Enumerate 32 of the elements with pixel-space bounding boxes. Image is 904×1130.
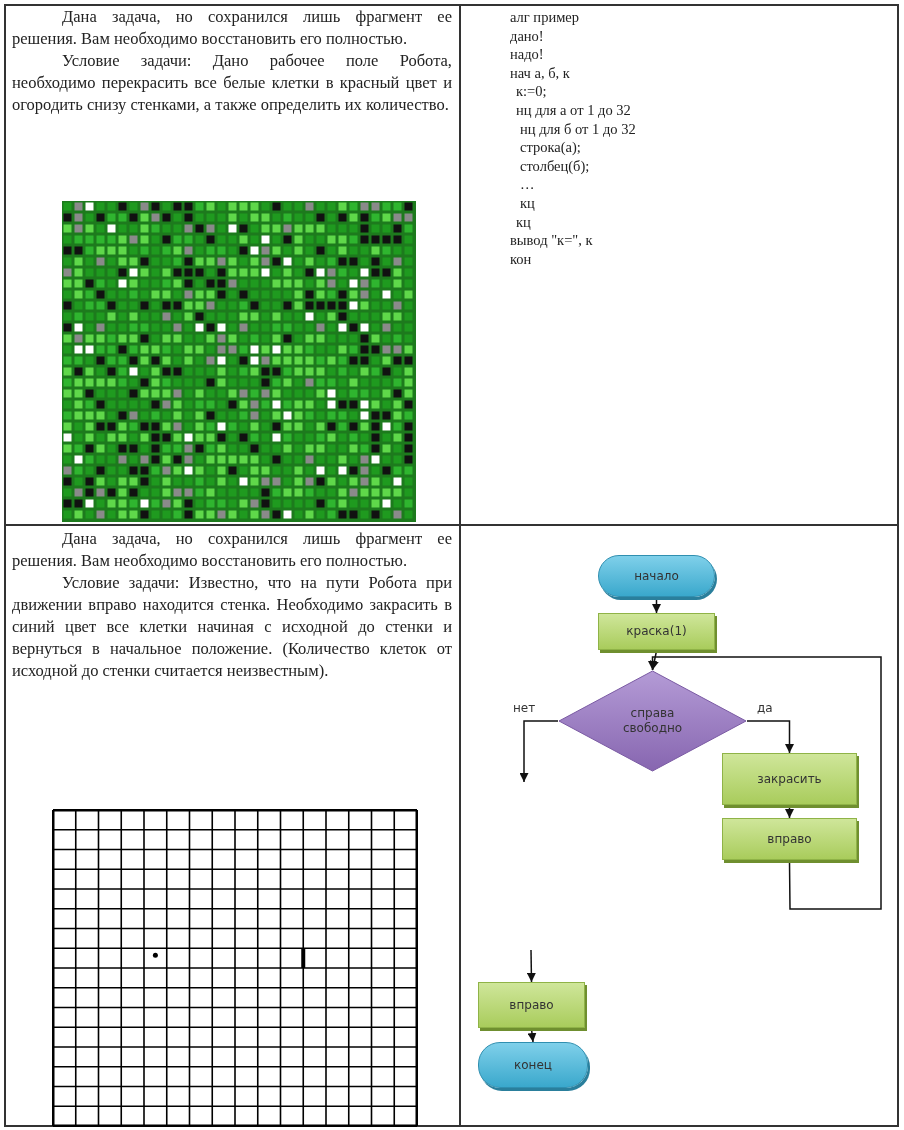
task-paragraph: Условие задачи: Дано рабочее поле Робота, необходимо перекрасить все белые клетки в красный цвет и огородить снизу стенками, а также определить их количество. xyxy=(12,50,452,116)
code-line: вывод "к=", к xyxy=(510,231,593,250)
arrow xyxy=(746,720,794,754)
arrow xyxy=(649,650,659,671)
arrow xyxy=(527,1028,537,1043)
code-line: строка(а); xyxy=(520,138,581,157)
arrow xyxy=(526,949,536,983)
code-line: кц xyxy=(516,212,531,232)
process-box: вправо xyxy=(722,818,857,860)
arrow xyxy=(785,805,794,819)
task-paragraph: Дана задача, но сохранился лишь фрагмент ее решения. Вам необходимо восстановить его полностью. xyxy=(12,6,452,50)
arrow xyxy=(519,720,559,783)
process-box: закрасить xyxy=(722,753,857,805)
code-line: дано! xyxy=(510,26,544,46)
code-line: кц xyxy=(520,194,535,213)
process-box: вправо xyxy=(478,982,585,1028)
code-line: к:=0; xyxy=(516,82,547,101)
task-paragraph: Условие задачи: Известно, что на пути Робота при движении вправо находится стенка. Необходимо закрасить в синий цвет все клетки начиная с исходной до стенки и вернуться в начальное положение. (Количество клеток от исходной до стенки считается неизвестным). xyxy=(12,572,452,682)
code-line: нач а, б, к xyxy=(510,63,570,83)
arrow xyxy=(652,597,661,614)
code-line: надо! xyxy=(510,45,544,64)
code-line: кон xyxy=(510,249,532,269)
terminal-node: начало xyxy=(598,555,715,597)
terminal-node: конец xyxy=(478,1042,588,1088)
code-line: алг пример xyxy=(510,8,579,27)
code-line: нц для б от 1 до 32 xyxy=(520,119,636,139)
task-paragraph: Дана задача, но сохранился лишь фрагмент ее решения. Вам необходимо восстановить его полностью. xyxy=(12,528,452,572)
code-line: нц для а от 1 до 32 xyxy=(516,101,631,120)
code-line: столбец(б); xyxy=(520,156,590,176)
process-box: краска(1) xyxy=(598,613,715,650)
code-line: … xyxy=(520,175,535,194)
decision-diamond: справа свободно xyxy=(558,670,747,772)
